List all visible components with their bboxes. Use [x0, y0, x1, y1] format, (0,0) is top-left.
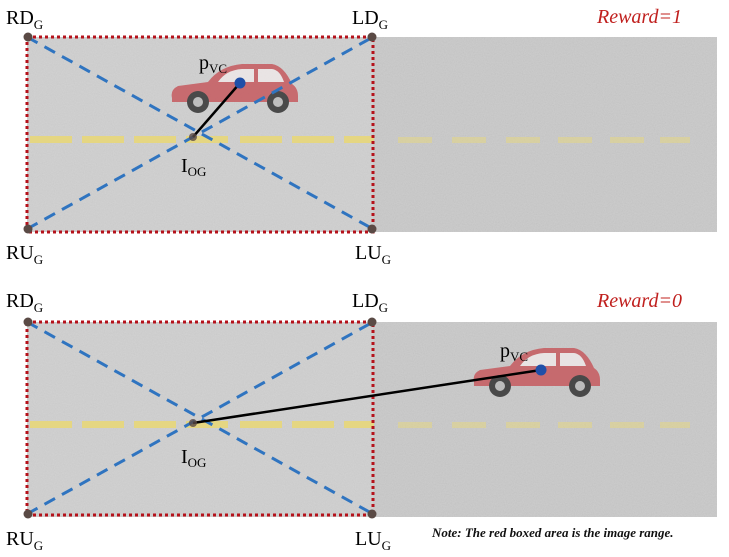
corner-label-lu: LUG	[355, 528, 391, 553]
vehicle-point-label: pVC	[500, 340, 528, 364]
corner-dot-rd	[23, 317, 33, 327]
corner-label-rd: RDG	[6, 290, 43, 315]
image-center-dot	[189, 419, 197, 427]
vehicle-point-label: pVC	[199, 52, 227, 76]
corner-label-lu: LUG	[355, 242, 391, 267]
image-range-note: Note: The red boxed area is the image ra…	[431, 525, 674, 540]
distance-line	[192, 82, 241, 138]
corner-label-ld: LDG	[352, 290, 388, 315]
corner-label-ru: RUG	[6, 528, 43, 553]
lane-markings	[30, 136, 690, 143]
image-center-label: IOG	[181, 155, 206, 179]
image-range-box	[25, 35, 375, 234]
corner-dot-ru	[23, 224, 33, 234]
corner-dot-ru	[23, 509, 33, 519]
diagonal-rd-lu	[26, 35, 374, 231]
vehicle-center-dot	[535, 364, 547, 376]
diagonal-rd-lu	[26, 320, 374, 516]
panel-reward-0: RDG LDG RUG LUG pVC IOG Reward=0	[6, 290, 717, 553]
corner-label-ld: LDG	[352, 7, 388, 32]
corner-label-rd: RDG	[6, 7, 43, 32]
reward-label: Reward=0	[596, 290, 682, 312]
vehicle-center-dot	[234, 77, 246, 89]
corner-dot-lu	[367, 224, 377, 234]
corner-dot-ld	[367, 32, 377, 42]
corner-dot-ld	[367, 317, 377, 327]
image-center-dot	[189, 133, 197, 141]
lane-markings	[30, 421, 690, 428]
corner-label-ru: RUG	[6, 242, 43, 267]
image-center-label: IOG	[181, 446, 206, 470]
reward-label: Reward=1	[596, 6, 682, 28]
diagonal-ru-ld	[26, 320, 374, 516]
corner-dot-rd	[23, 32, 33, 42]
distance-line	[192, 368, 542, 425]
image-range-shade	[27, 322, 373, 517]
corner-dot-lu	[367, 509, 377, 519]
diagonal-ru-ld	[26, 35, 374, 231]
panel-reward-1: RDG LDG RUG LUG pVC IOG Reward=1	[6, 6, 717, 267]
